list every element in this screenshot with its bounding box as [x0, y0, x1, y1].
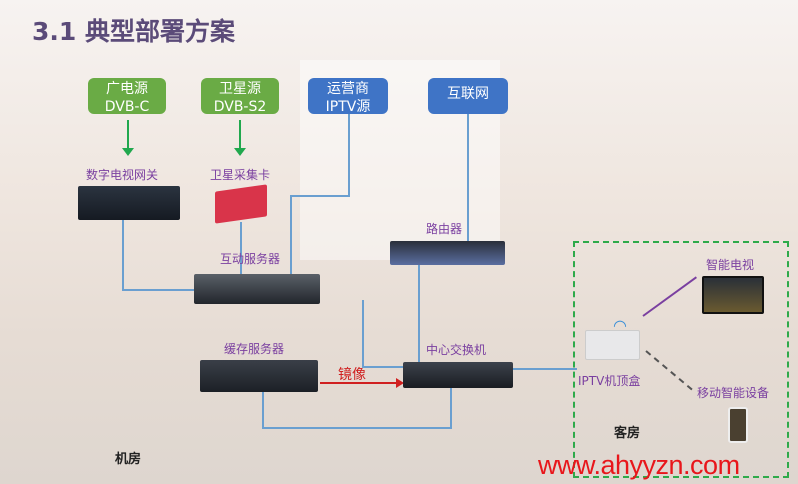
server-label: 互动服务器: [220, 252, 281, 266]
stb-label: IPTV机顶盒: [578, 374, 641, 388]
arrow-down-icon: [122, 120, 134, 156]
link-line: [450, 388, 452, 428]
source-dvb-s2: 卫星源 DVB-S2: [201, 78, 279, 115]
link-line: [122, 289, 197, 291]
arrow-down-icon: [234, 120, 246, 156]
mirror-arrow-icon: [320, 382, 398, 384]
gateway-label: 数字电视网关: [86, 168, 159, 182]
link-line: [262, 427, 452, 429]
cache-label: 缓存服务器: [224, 342, 285, 356]
switch-label: 中心交换机: [426, 343, 487, 357]
link-line: [348, 114, 350, 196]
link-line: [418, 265, 420, 363]
guest-room-zone: [573, 241, 789, 478]
link-line: [122, 220, 124, 290]
satellite-capture-card: [215, 184, 267, 224]
watermark: www.ahyyzn.com: [538, 450, 740, 480]
source-label: DVB-S2: [213, 99, 267, 115]
link-line: [262, 392, 264, 428]
link-line: [512, 368, 577, 370]
core-switch: [403, 362, 513, 388]
tv-label: 智能电视: [706, 258, 755, 272]
cache-server: [200, 360, 318, 392]
source-label: 运营商: [327, 81, 369, 97]
source-label: 卫星源: [219, 81, 261, 97]
link-line: [290, 195, 350, 197]
guest-room-label: 客房: [614, 426, 641, 441]
digital-tv-gateway: [78, 186, 180, 220]
link-line: [362, 366, 404, 368]
wifi-icon: ◠: [613, 316, 627, 335]
source-label: 广电源: [106, 81, 148, 97]
machine-room-label: 机房: [115, 452, 142, 467]
interactive-server: [194, 274, 320, 304]
mobile-label: 移动智能设备: [697, 386, 770, 400]
router: [390, 241, 505, 265]
source-label: DVB-C: [104, 99, 150, 115]
smart-tv: [702, 276, 764, 314]
link-line: [240, 222, 242, 277]
link-line: [467, 114, 469, 242]
router-label: 路由器: [426, 222, 463, 236]
link-line: [290, 195, 292, 275]
source-iptv: 运营商 IPTV源: [308, 78, 388, 115]
mirror-label: 镜像: [338, 367, 366, 383]
card-label: 卫星采集卡: [210, 168, 271, 182]
iptv-set-top-box: [585, 330, 640, 360]
source-dvb-c: 广电源 DVB-C: [88, 78, 166, 115]
link-line: [362, 300, 364, 368]
page-title: 3.1 典型部署方案: [32, 17, 235, 46]
source-label: IPTV源: [325, 99, 371, 115]
mirror-arrowhead-icon: [396, 378, 404, 388]
source-internet: 互联网: [428, 78, 508, 114]
mobile-device: [728, 407, 748, 443]
